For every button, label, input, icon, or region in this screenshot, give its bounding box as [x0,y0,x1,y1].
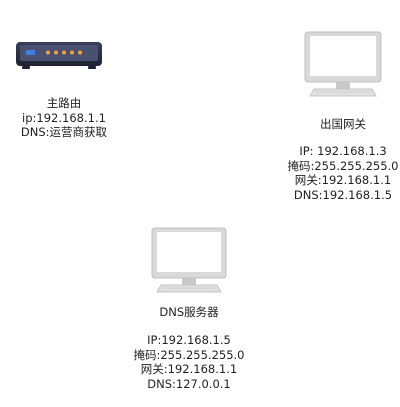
dns-server-title-label: DNS服务器 [159,305,218,320]
gateway-dns: DNS:192.168.1.5 [293,187,393,202]
router-icon [16,42,102,69]
dns-server-node [149,226,229,296]
router-node [14,38,104,72]
gateway-gw: 网关:192.168.1.1 [294,173,392,187]
dns-server-ip: IP:192.168.1.5 [147,333,231,347]
router-label: 主路由 ip:192.168.1.1 DNS:运营商获取 [21,96,107,140]
dns-server-gw: 网关:192.168.1.1 [140,362,238,376]
desktop-monitor-icon [151,227,227,293]
gateway-ip: IP: 192.168.1.3 [299,144,387,158]
gateway-node [302,30,384,100]
router-ip: ip:192.168.1.1 [22,110,106,125]
gateway-mask: 掩码:255.255.255.0 [287,158,399,173]
gateway-title-label: 出国网关 [320,117,366,132]
dns-server-title: DNS服务器 [159,305,219,319]
desktop-monitor-icon [304,31,382,97]
dns-server-details: IP:192.168.1.5 掩码:255.255.255.0 网关:192.1… [133,333,244,391]
dns-server-dns: DNS:127.0.0.1 [147,376,231,391]
router-dns: DNS:运营商获取 [20,125,108,139]
router-title: 主路由 [46,96,82,110]
dns-server-mask: 掩码:255.255.255.0 [133,347,245,362]
gateway-details: IP: 192.168.1.3 掩码:255.255.255.0 网关:192.… [287,144,398,202]
gateway-title: 出国网关 [320,117,366,131]
